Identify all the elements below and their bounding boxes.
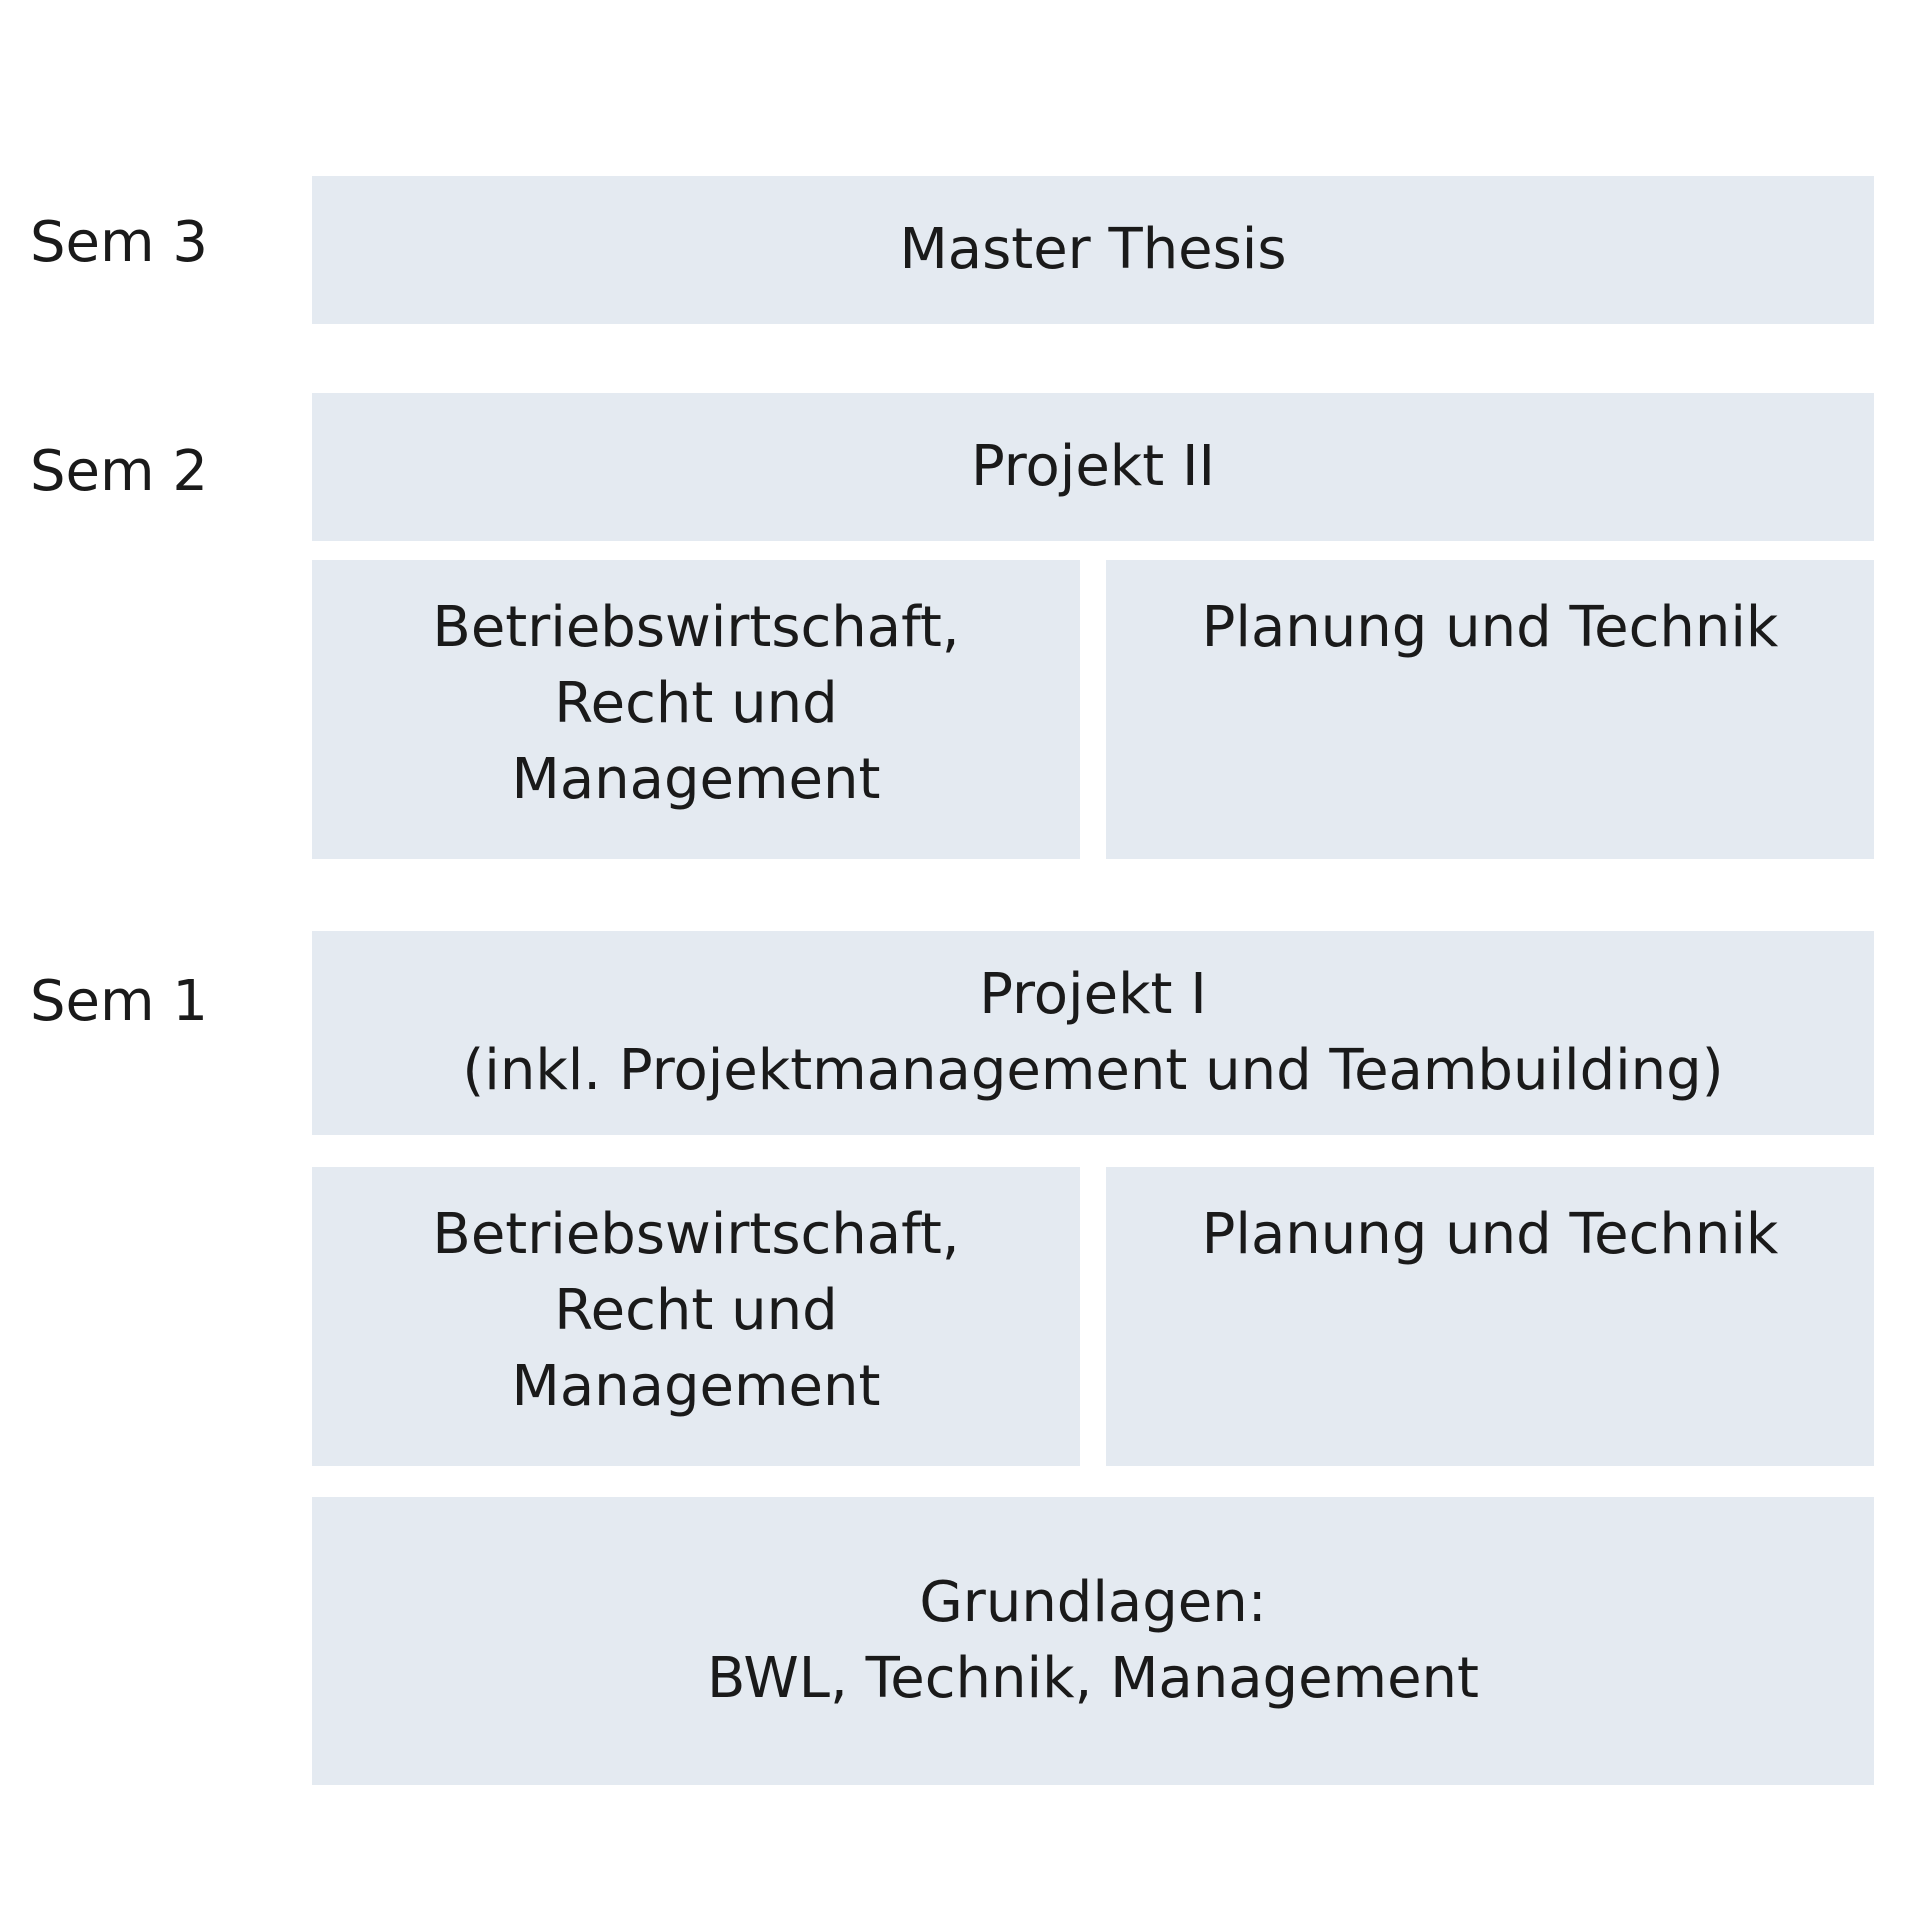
grundlagen-block: Grundlagen: BWL, Technik, Management (312, 1497, 1874, 1785)
sem1-bwl-block: Betriebswirtschaft, Recht und Management (312, 1167, 1080, 1466)
semester-label-2: Sem 2 (30, 439, 208, 504)
sem2-bwl-label: Betriebswirtschaft, Recht und Management (432, 595, 960, 812)
projekt-2-label: Projekt II (970, 434, 1216, 499)
sem2-bwl-block: Betriebswirtschaft, Recht und Management (312, 560, 1080, 859)
semester-label-3: Sem 3 (30, 210, 208, 275)
projekt-1-label: Projekt I (inkl. Projektmanagement und T… (462, 962, 1724, 1103)
master-thesis-label: Master Thesis (899, 217, 1287, 282)
sem1-bwl-label: Betriebswirtschaft, Recht und Management (432, 1202, 960, 1419)
semester-label-1: Sem 1 (30, 969, 208, 1034)
grundlagen-label: Grundlagen: BWL, Technik, Management (707, 1570, 1479, 1711)
sem2-technik-block: Planung und Technik (1106, 560, 1874, 859)
sem1-technik-label: Planung und Technik (1201, 1202, 1779, 1267)
sem2-technik-label: Planung und Technik (1201, 595, 1779, 660)
projekt-2-block: Projekt II (312, 393, 1874, 541)
master-thesis-block: Master Thesis (312, 176, 1874, 324)
projekt-1-block: Projekt I (inkl. Projektmanagement und T… (312, 931, 1874, 1135)
sem1-technik-block: Planung und Technik (1106, 1167, 1874, 1466)
